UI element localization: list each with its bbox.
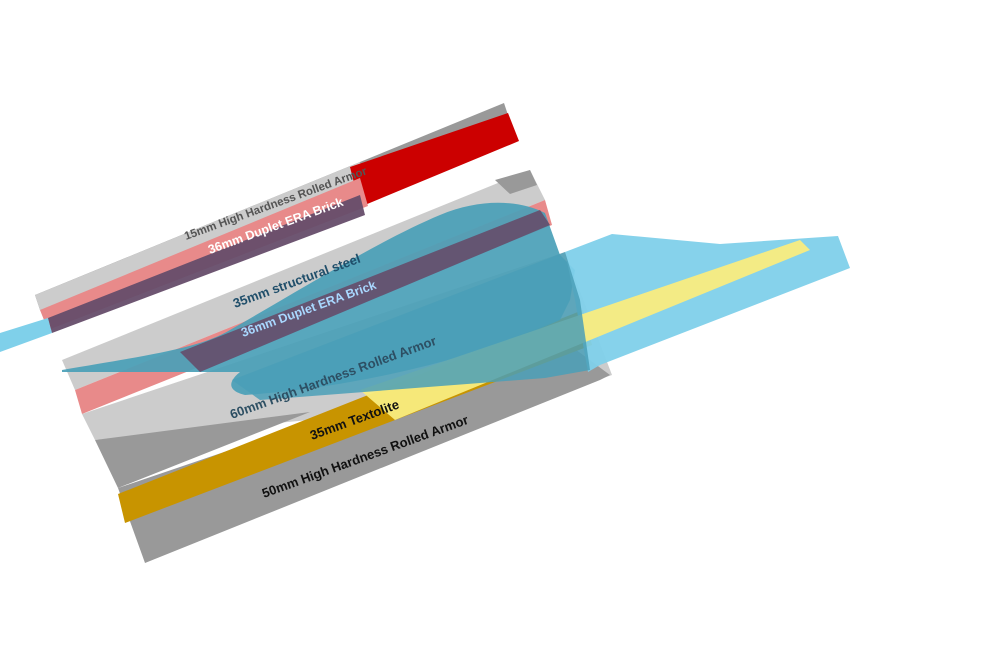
penetrator-jet [0,195,850,420]
jet-head-light-blue [565,234,850,372]
jet-purple-band [180,210,550,372]
hhra-50mm-plate [118,338,610,563]
jet-overlap-upper [48,195,365,333]
hhra-60mm-plate-gray [95,412,310,488]
structural-steel-35mm-dark-corner [495,170,537,194]
hhra-15mm-plate-light [35,162,365,310]
era-36mm-top-red [350,113,519,207]
jet-tail-left [0,318,52,352]
jet-dark-overlap-main [232,252,590,400]
